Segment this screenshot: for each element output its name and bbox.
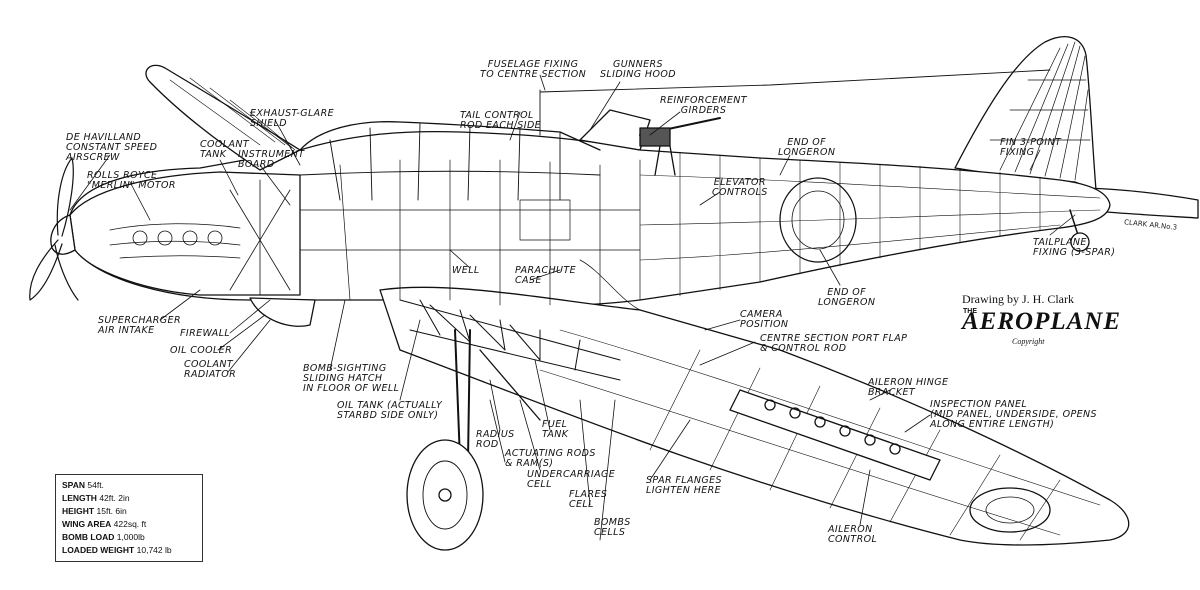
propeller <box>29 157 79 301</box>
label-well: WELL <box>452 265 480 276</box>
wing-spar <box>729 389 941 481</box>
tail-wheel <box>1069 209 1090 252</box>
label-fuselage-fixing: FUSELAGE FIXING TO CENTRE SECTION <box>480 59 587 80</box>
label-aileron-hinge: AILERON HINGE BRACKET <box>868 377 949 398</box>
logo-the: THE <box>963 308 977 315</box>
label-fuel-tank: FUEL TANK <box>542 419 569 440</box>
copyright-note: Copyright <box>1012 337 1045 346</box>
label-firewall: FIREWALL <box>180 328 231 339</box>
label-flares-cell: FLARES CELL <box>569 489 608 510</box>
label-aileron-control: AILERON CONTROL <box>828 524 878 545</box>
canopy <box>299 121 601 151</box>
label-bombs-cells: BOMBS CELLS <box>594 517 631 538</box>
engine-detail <box>109 179 291 296</box>
spec-row-bomb-load: BOMB LOAD 1,000lb <box>62 532 145 542</box>
label-gunners-hood: GUNNERS SLIDING HOOD <box>600 59 676 80</box>
label-reinforcement-girders: REINFORCEMENT GIRDERS <box>660 95 747 116</box>
label-elevator-controls: ELEVATOR CONTROLS <box>712 177 768 198</box>
drawing-credit: Drawing by J. H. Clark <box>962 292 1074 306</box>
aerial-mast <box>539 69 1051 136</box>
label-motor: ROLLS ROYCE "MERLIN" MOTOR <box>87 170 176 191</box>
label-tail-control-rod: TAIL CONTROL ROD EACH SIDE <box>460 110 542 131</box>
fin-ribs <box>989 41 1091 181</box>
publication-logo: AEROPLANE <box>962 308 1122 335</box>
label-airscrew: DE HAVILLAND CONSTANT SPEED AIRSCREW <box>66 132 158 163</box>
undercarriage <box>406 329 541 551</box>
fuselage-frames <box>639 151 1101 297</box>
label-fin-fixing: FIN 3-POINT FIXING <box>1000 137 1062 158</box>
fuselage-roundel <box>779 177 857 263</box>
wing-roundel <box>969 487 1051 533</box>
label-supercharger: SUPERCHARGER AIR INTAKE <box>98 315 181 336</box>
label-exhaust-glare-shield: EXHAUST-GLARE SHIELD <box>250 108 334 129</box>
label-oil-cooler: OIL COOLER <box>170 345 233 356</box>
label-coolant-tank: COOLANT TANK <box>200 139 250 160</box>
label-oil-tank: OIL TANK (ACTUALLY STARBD SIDE ONLY) <box>337 400 443 421</box>
label-end-longeron-top: END OF LONGERON <box>778 137 836 158</box>
spec-row-length: LENGTH 42ft. 2in <box>62 493 130 503</box>
tail-fin <box>954 36 1097 191</box>
spec-row-wing-area: WING AREA 422sq. ft <box>62 519 147 529</box>
label-radius-rod: RADIUS ROD <box>476 429 515 450</box>
starboard-wing-ribs <box>539 329 1101 541</box>
label-tailplane-fixing: TAILPLANE FIXING (3-SPAR) <box>1033 237 1116 258</box>
label-end-longeron-bottom: END OF LONGERON <box>818 287 876 308</box>
label-bomb-sighting-hatch: BOMB-SIGHTING SLIDING HATCH IN FLOOR OF … <box>303 363 400 394</box>
centre-section-truss <box>399 299 621 381</box>
label-parachute-case: PARACHUTE CASE <box>515 265 576 286</box>
gunners-hood <box>579 109 651 151</box>
spec-row-span: SPAN 54ft. <box>62 480 104 490</box>
label-actuating-rods: ACTUATING RODS & RAM(S) <box>505 448 596 469</box>
label-inspection-panel: INSPECTION PANEL (MID PANEL, UNDERSIDE, … <box>930 399 1097 430</box>
label-instrument-board: INSTRUMENT BOARD <box>238 149 305 170</box>
machine-gun <box>639 117 721 176</box>
spec-row-loaded-weight: LOADED WEIGHT 10,742 lb <box>62 545 172 555</box>
port-wing-ribs <box>169 77 296 151</box>
label-spar-flanges: SPAR FLANGES LIGHTEN HERE <box>646 475 722 496</box>
spec-row-height: HEIGHT 15ft. 6in <box>62 506 127 516</box>
leader-lines <box>69 74 1076 541</box>
specifications-box: SPAN 54ft. LENGTH 42ft. 2in HEIGHT 15ft.… <box>55 474 203 562</box>
internal-structure <box>299 159 641 311</box>
label-undercarriage-cell: UNDERCARRIAGE CELL <box>527 469 616 490</box>
coolant-radiator-shape <box>249 297 316 327</box>
label-coolant-radiator: COOLANT RADIATOR <box>184 359 237 380</box>
label-camera-position: CAMERA POSITION <box>740 309 789 330</box>
port-wing <box>145 64 301 171</box>
label-centre-section-flap: CENTRE SECTION PORT FLAP & CONTROL ROD <box>760 333 908 354</box>
